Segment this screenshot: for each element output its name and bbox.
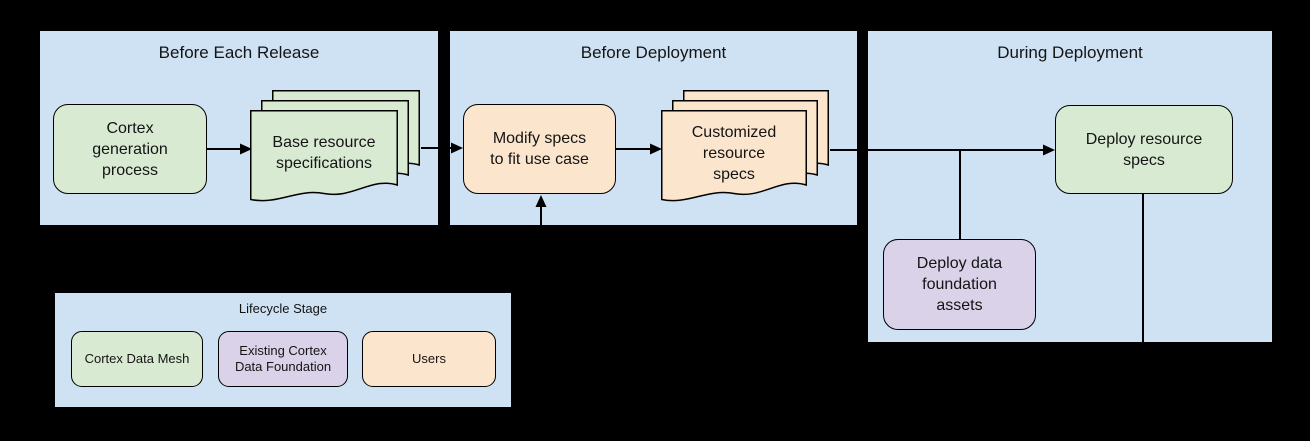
panel-title-before-each-release: Before Each Release	[158, 43, 320, 62]
panel-title-during-deployment: During Deployment	[997, 43, 1143, 62]
document-stack-shape-base-resource-specs	[250, 90, 420, 202]
node-deploy-resource-specs: Deploy resource specs	[1055, 105, 1233, 194]
node-modify-specs-to-fit-use-case: Modify specs to fit use case	[463, 104, 616, 194]
panel-title-before-deployment: Before Deployment	[580, 43, 727, 62]
legend-item-cortex-data-mesh: Cortex Data Mesh	[71, 331, 203, 387]
legend-title: Lifecycle Stage	[238, 301, 328, 316]
document-stack-shape-customized-resource-specs	[661, 90, 829, 202]
node-cortex-generation-process: Cortex generation process	[53, 104, 207, 194]
node-deploy-data-foundation-assets: Deploy data foundation assets	[883, 239, 1036, 330]
legend-item-existing-cortex-data-foundation: Existing Cortex Data Foundation	[218, 331, 348, 387]
legend-item-users: Users	[362, 331, 496, 387]
